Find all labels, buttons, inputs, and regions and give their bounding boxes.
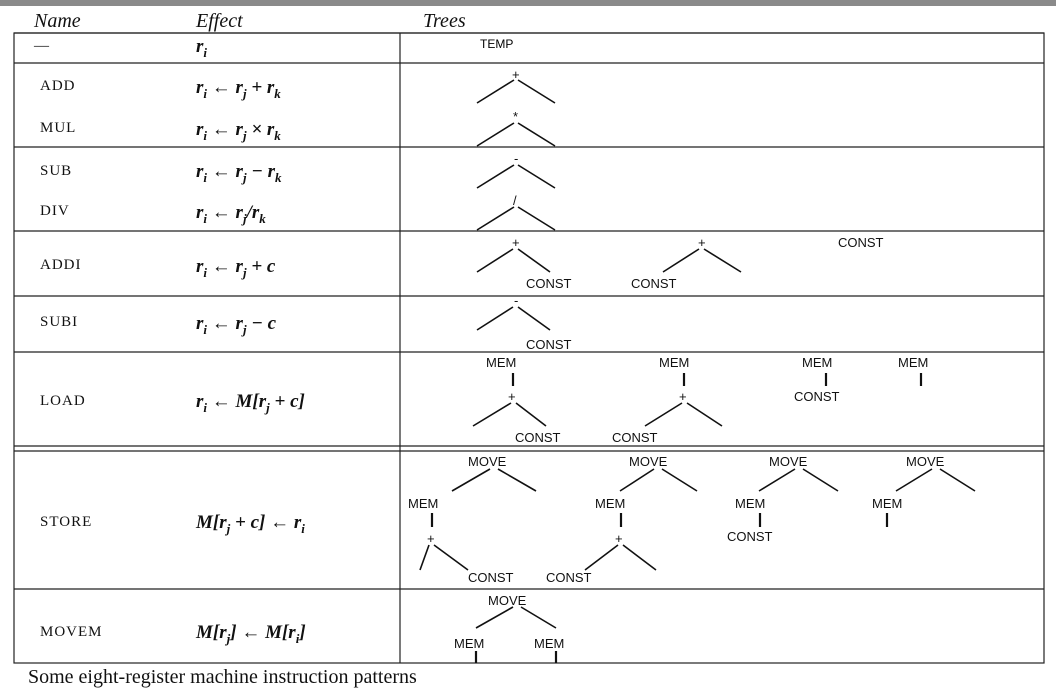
row-effect-load: ri ← M[rj + c]: [196, 391, 305, 415]
tree-store1-move: MOVE: [468, 454, 507, 469]
tree-store3-const: CONST: [727, 529, 773, 544]
row-name-mul: MUL: [40, 120, 77, 136]
row-effect-addi: ri ← rj + c: [196, 256, 276, 280]
tree-movem-move: MOVE: [488, 593, 527, 608]
tree-store4-move: MOVE: [906, 454, 945, 469]
tree-load2-const: CONST: [612, 430, 658, 445]
row-effect-add: ri ← rj + rk: [196, 77, 281, 101]
tree-add-plus: +: [512, 67, 520, 82]
tree-store2-const: CONST: [546, 570, 592, 585]
tree-store3-move: MOVE: [769, 454, 808, 469]
row-effect-mul: ri ← rj × rk: [196, 119, 281, 143]
tree-store3-mem: MEM: [735, 496, 765, 511]
tree-subi-minus: -: [514, 293, 518, 308]
row-effect-store: M[rj + c] ← ri: [196, 512, 305, 536]
figure-caption: Some eight-register machine instruction …: [28, 666, 417, 688]
row-name-div: DIV: [40, 203, 70, 219]
tree-load2-mem: MEM: [659, 355, 689, 370]
row-name-sub: SUB: [40, 163, 73, 179]
tree-load4-mem: MEM: [898, 355, 928, 370]
top-rule: [0, 0, 1056, 6]
row-name-load: LOAD: [40, 393, 86, 409]
tree-temp-label: TEMP: [480, 37, 513, 51]
header-name: Name: [34, 10, 81, 32]
header-trees: Trees: [423, 10, 466, 32]
row-name-temp: —: [34, 38, 50, 54]
tree-load1-mem: MEM: [486, 355, 516, 370]
row-name-movem: MOVEM: [40, 624, 103, 640]
header-effect: Effect: [196, 10, 243, 32]
tree-store2-mem: MEM: [595, 496, 625, 511]
row-name-store: STORE: [40, 514, 93, 530]
tree-load2-plus: +: [679, 389, 687, 404]
tree-load3-const: CONST: [794, 389, 840, 404]
tree-movem-mem-right: MEM: [534, 636, 564, 651]
tree-addi1-const: CONST: [526, 276, 572, 291]
table-border: [13, 32, 1045, 664]
row-name-subi: SUBI: [40, 314, 79, 330]
row-effect-div: ri ← rj/rk: [196, 202, 266, 226]
tree-load3-mem: MEM: [802, 355, 832, 370]
tree-mul-times: *: [513, 109, 518, 124]
tree-addi2-plus: +: [698, 235, 706, 250]
row-effect-temp: ri: [196, 36, 208, 60]
tree-store4-mem: MEM: [872, 496, 902, 511]
tree-addi1-plus: +: [512, 235, 520, 250]
tree-store2-move: MOVE: [629, 454, 668, 469]
row-name-add: ADD: [40, 78, 76, 94]
row-effect-movem: M[rj] ← M[ri]: [196, 622, 306, 646]
tree-addi2-const: CONST: [631, 276, 677, 291]
row-name-addi: ADDI: [40, 257, 82, 273]
tree-store1-const: CONST: [468, 570, 514, 585]
row-effect-subi: ri ← rj − c: [196, 313, 277, 337]
tree-addi3-const: CONST: [838, 235, 884, 250]
tree-movem-mem-left: MEM: [454, 636, 484, 651]
tree-subi-const: CONST: [526, 337, 572, 352]
tree-sub-minus: -: [514, 151, 518, 166]
tree-store1-plus: +: [427, 531, 435, 546]
tree-div-slash: /: [513, 193, 517, 208]
row-effect-sub: ri ← rj − rk: [196, 161, 282, 185]
tree-load1-const: CONST: [515, 430, 561, 445]
tree-store2-plus: +: [615, 531, 623, 546]
tree-store1-mem: MEM: [408, 496, 438, 511]
tree-load1-plus: +: [508, 389, 516, 404]
